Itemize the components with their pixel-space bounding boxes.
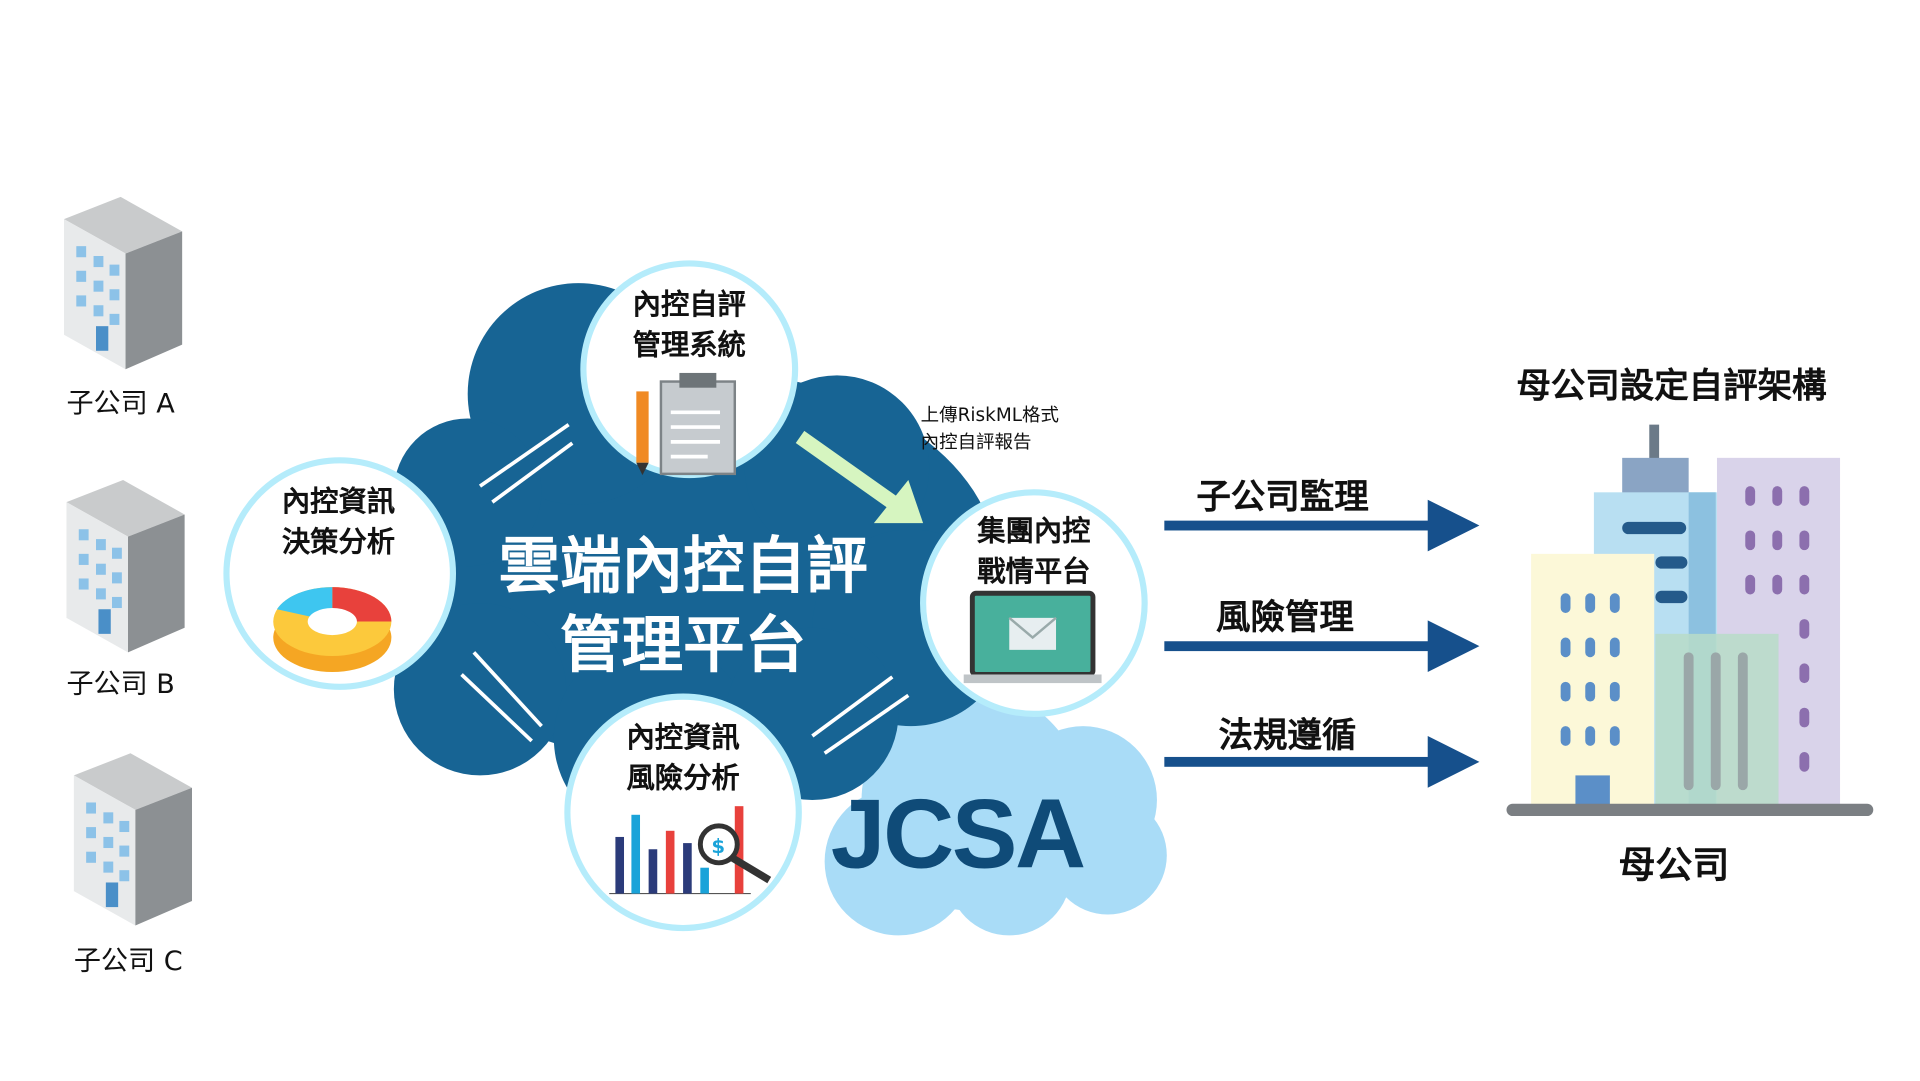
clipboard-icon [636, 372, 737, 476]
output-risk-management: 風險管理 [1216, 596, 1354, 638]
bidirectional-arrows [460, 423, 910, 755]
svg-text:$: $ [711, 835, 725, 858]
upload-arrow [795, 430, 924, 524]
light-cloud [824, 689, 1167, 936]
output-subsidiary-supervision: 子公司監理 [1196, 476, 1369, 517]
donut-chart-icon [273, 587, 392, 673]
label-line: 決策分析 [281, 526, 396, 559]
label-line: 內控自評 [632, 289, 746, 322]
output-compliance: 法規遵循 [1218, 715, 1357, 756]
platform-title: 雲端內控自評 管理平台 [468, 527, 899, 685]
upload-note-line: 上傳RiskML格式 [920, 403, 1059, 426]
decision-analysis-module-label: 內控資訊 決策分析 [265, 482, 413, 563]
label-line: 內控資訊 [281, 486, 396, 519]
building-icon-b [66, 480, 185, 653]
building-icon-c [73, 753, 193, 926]
group-dashboard-module-label: 集團內控 戰情平台 [960, 512, 1108, 593]
subsidiary-a-label: 子公司 A [66, 388, 175, 420]
platform-title-line: 管理平台 [560, 609, 807, 681]
label-line: 集團內控 [977, 515, 1091, 548]
parent-label: 母公司 [1618, 844, 1730, 888]
upload-note-line: 內控自評報告 [920, 430, 1032, 453]
platform-cloud [381, 283, 1010, 837]
platform-title-line: 雲端內控自評 [498, 530, 868, 602]
parent-company-building-icon [1506, 424, 1874, 817]
subsidiary-b-label: 子公司 B [66, 669, 175, 701]
parent-heading: 母公司設定自評架構 [1516, 365, 1827, 407]
jcsa-brand: JCSA [830, 779, 1086, 889]
building-icon-a [64, 196, 183, 370]
output-arrows [1164, 499, 1480, 788]
self-assessment-module-label: 內控自評 管理系統 [615, 286, 763, 367]
laptop-email-icon [963, 590, 1102, 684]
label-line: 風險分析 [626, 763, 740, 796]
label-line: 管理系統 [632, 329, 746, 362]
label-line: 內控資訊 [626, 722, 740, 755]
risk-analysis-module-label: 內控資訊 風險分析 [609, 719, 757, 800]
bar-chart-icon: $ [609, 806, 772, 895]
label-line: 戰情平台 [977, 556, 1091, 589]
subsidiary-c-label: 子公司 C [73, 946, 183, 978]
upload-note: 上傳RiskML格式 內控自評報告 [921, 401, 1059, 455]
